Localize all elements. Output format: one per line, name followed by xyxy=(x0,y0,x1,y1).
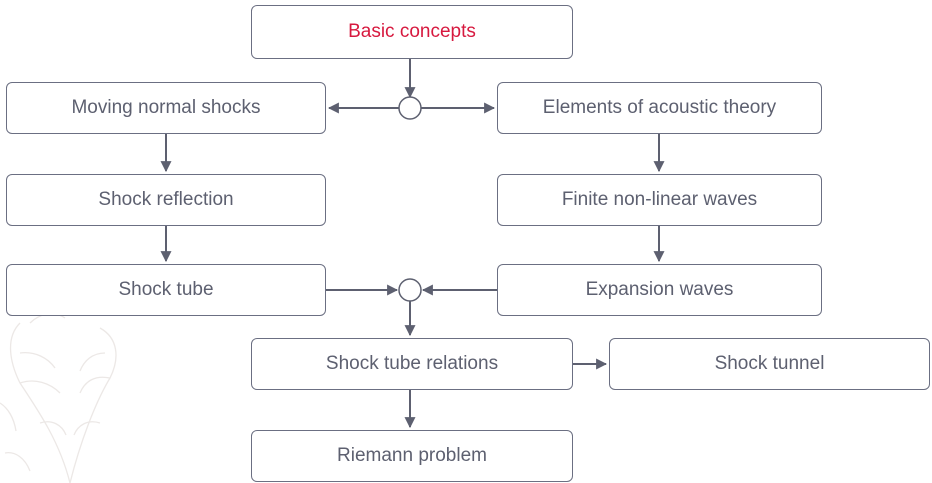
junction-node-bottom xyxy=(398,278,422,302)
node-riemann-problem: Riemann problem xyxy=(251,430,573,482)
node-label: Shock tube relations xyxy=(325,353,499,374)
node-label: Shock reflection xyxy=(98,189,234,210)
node-label: Riemann problem xyxy=(337,445,487,466)
junction-node-top xyxy=(398,96,422,120)
node-label: Expansion waves xyxy=(585,279,734,300)
node-label: Basic concepts xyxy=(348,21,476,42)
node-shock-reflection: Shock reflection xyxy=(6,174,326,226)
background-ornament xyxy=(0,313,117,483)
node-shock-tunnel: Shock tunnel xyxy=(609,338,930,390)
node-basic-concepts: Basic concepts xyxy=(251,5,573,59)
node-moving-normal-shocks: Moving normal shocks xyxy=(6,82,326,134)
node-label: Moving normal shocks xyxy=(71,97,261,118)
node-shock-tube: Shock tube xyxy=(6,264,326,316)
node-label: Shock tunnel xyxy=(714,353,825,374)
node-label: Elements of acoustic theory xyxy=(542,97,777,118)
node-shock-tube-relations: Shock tube relations xyxy=(251,338,573,390)
node-expansion-waves: Expansion waves xyxy=(497,264,822,316)
node-acoustic-theory: Elements of acoustic theory xyxy=(497,82,822,134)
node-finite-waves: Finite non-linear waves xyxy=(497,174,822,226)
node-label: Shock tube xyxy=(118,279,214,300)
node-label: Finite non-linear waves xyxy=(561,189,758,210)
